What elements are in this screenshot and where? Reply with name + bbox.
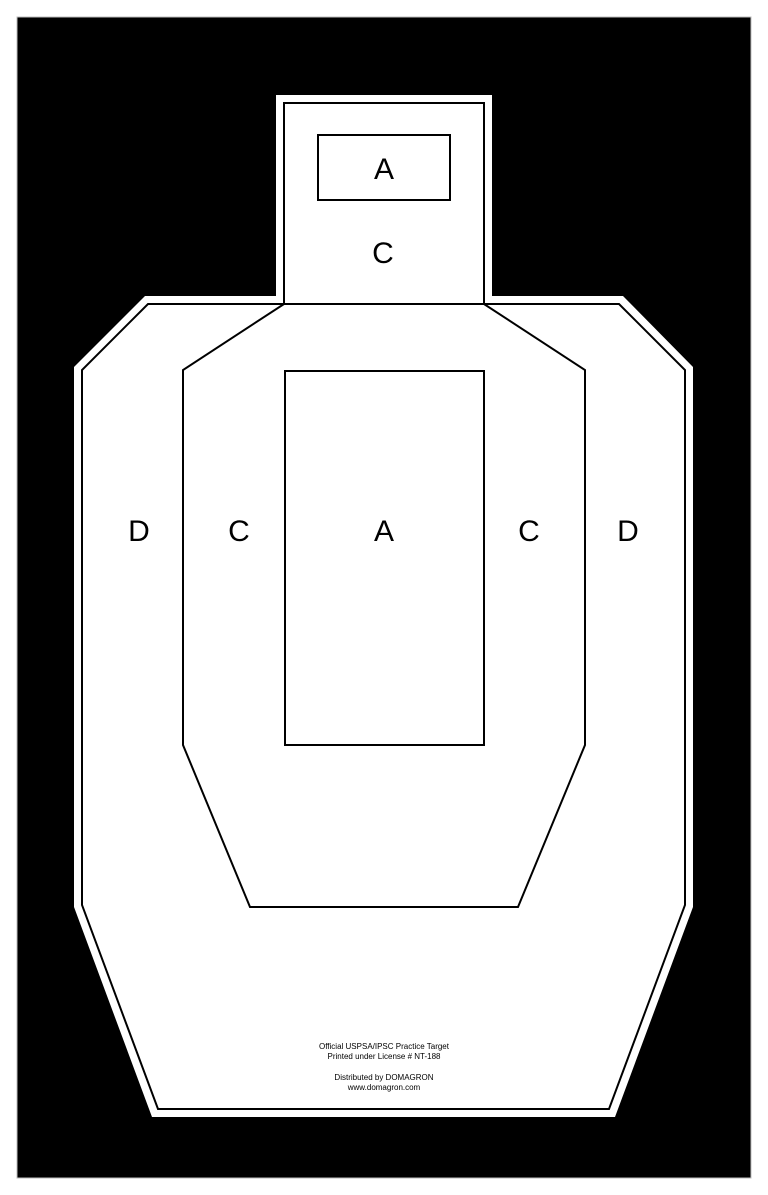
left-d-label: D [128,515,150,548]
body-a-zone [284,370,485,746]
head-a-label: A [374,153,394,186]
footer-license-text: Printed under License # NT-188 [328,1052,442,1061]
center-a-label: A [374,515,394,548]
head-c-label: C [372,237,394,270]
right-c-label: C [518,515,540,548]
footer-official-text: Official USPSA/IPSC Practice Target [319,1042,450,1051]
head-a-zone [317,134,451,201]
left-c-label: C [228,515,250,548]
footer-website-text: www.domagron.com [347,1083,421,1092]
right-d-label: D [617,515,639,548]
footer-distributor-text: Distributed by DOMAGRON [334,1073,433,1082]
c-zone-outline [182,303,586,908]
